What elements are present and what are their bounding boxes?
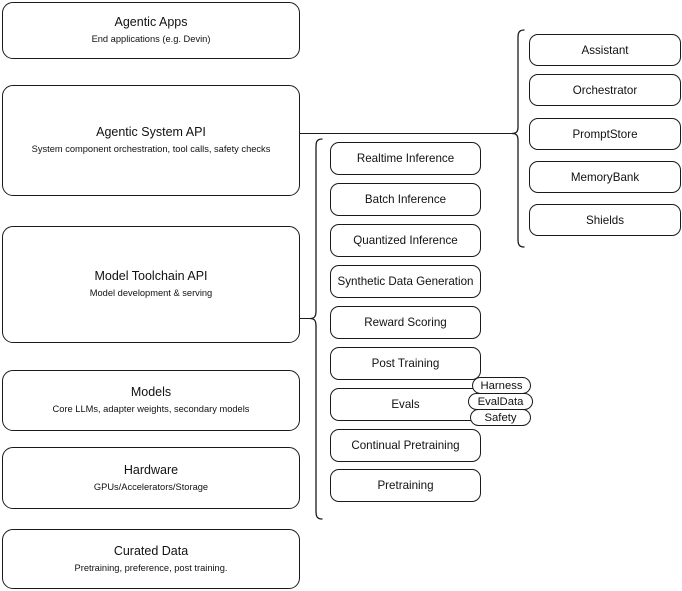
layer-box-agentic-system-api[interactable]: Agentic System API System component orch… [2, 85, 300, 196]
capability-label: Quantized Inference [353, 234, 458, 247]
layer-subtitle: GPUs/Accelerators/Storage [93, 481, 209, 492]
component-orchestrator[interactable]: Orchestrator [529, 74, 681, 106]
layer-subtitle: System component orchestration, tool cal… [31, 144, 271, 154]
layer-box-agentic-apps[interactable]: Agentic Apps End applications (e.g. Devi… [2, 2, 300, 59]
capability-post-training[interactable]: Post Training [330, 347, 481, 380]
connector-toolchain-api-to-capabilities [300, 318, 311, 320]
component-memorybank[interactable]: MemoryBank [529, 161, 681, 193]
layer-subtitle: Core LLMs, adapter weights, secondary mo… [52, 404, 250, 414]
layer-title: Agentic System API [96, 125, 206, 140]
component-promptstore[interactable]: PromptStore [529, 118, 681, 150]
capability-label: Reward Scoring [364, 316, 447, 329]
component-label: Assistant [581, 43, 629, 57]
capability-label: Continual Pretraining [351, 439, 460, 452]
capability-label: Batch Inference [364, 193, 447, 206]
capability-quantized-inference[interactable]: Quantized Inference [330, 224, 481, 257]
layer-title: Models [130, 385, 172, 400]
capabilities-bracket [309, 138, 323, 520]
eval-pill-safety[interactable]: Safety [470, 409, 531, 426]
eval-pill-label: Safety [484, 411, 517, 424]
layer-title: Hardware [123, 462, 179, 477]
components-bracket [511, 29, 525, 248]
connector-system-api-to-components [300, 133, 514, 135]
capability-reward-scoring[interactable]: Reward Scoring [330, 306, 481, 339]
capability-label: Synthetic Data Generation [337, 275, 474, 288]
layer-box-hardware[interactable]: Hardware GPUs/Accelerators/Storage [2, 447, 300, 509]
component-shields[interactable]: Shields [529, 204, 681, 236]
eval-pill-harness[interactable]: Harness [472, 377, 531, 394]
layer-box-curated-data[interactable]: Curated Data Pretraining, preference, po… [2, 529, 300, 589]
layer-title: Curated Data [113, 543, 189, 558]
capability-realtime-inference[interactable]: Realtime Inference [330, 142, 481, 175]
layer-box-model-toolchain-api[interactable]: Model Toolchain API Model development & … [2, 226, 300, 343]
capability-evals[interactable]: Evals [330, 388, 481, 421]
capability-synthetic-data-generation[interactable]: Synthetic Data Generation [330, 265, 481, 298]
capability-label: Pretraining [377, 479, 434, 492]
layer-subtitle: End applications (e.g. Devin) [91, 34, 211, 44]
component-label: PromptStore [572, 127, 638, 141]
layer-title: Model Toolchain API [94, 269, 208, 284]
layer-subtitle: Pretraining, preference, post training. [74, 562, 228, 573]
eval-pill-label: Harness [480, 379, 523, 392]
eval-pill-label: EvalData [477, 395, 524, 408]
capability-label: Post Training [371, 357, 440, 370]
component-label: Orchestrator [572, 83, 638, 97]
layer-subtitle: Model development & serving [89, 288, 213, 298]
component-label: MemoryBank [570, 170, 640, 184]
capability-label: Evals [391, 398, 420, 411]
layer-box-models[interactable]: Models Core LLMs, adapter weights, secon… [2, 370, 300, 431]
capability-label: Realtime Inference [356, 152, 455, 165]
capability-batch-inference[interactable]: Batch Inference [330, 183, 481, 216]
layer-title: Agentic Apps [114, 15, 188, 30]
capability-pretraining[interactable]: Pretraining [330, 469, 481, 502]
eval-pill-evaldata[interactable]: EvalData [468, 393, 533, 410]
component-assistant[interactable]: Assistant [529, 34, 681, 66]
component-label: Shields [585, 213, 625, 227]
capability-continual-pretraining[interactable]: Continual Pretraining [330, 429, 481, 462]
